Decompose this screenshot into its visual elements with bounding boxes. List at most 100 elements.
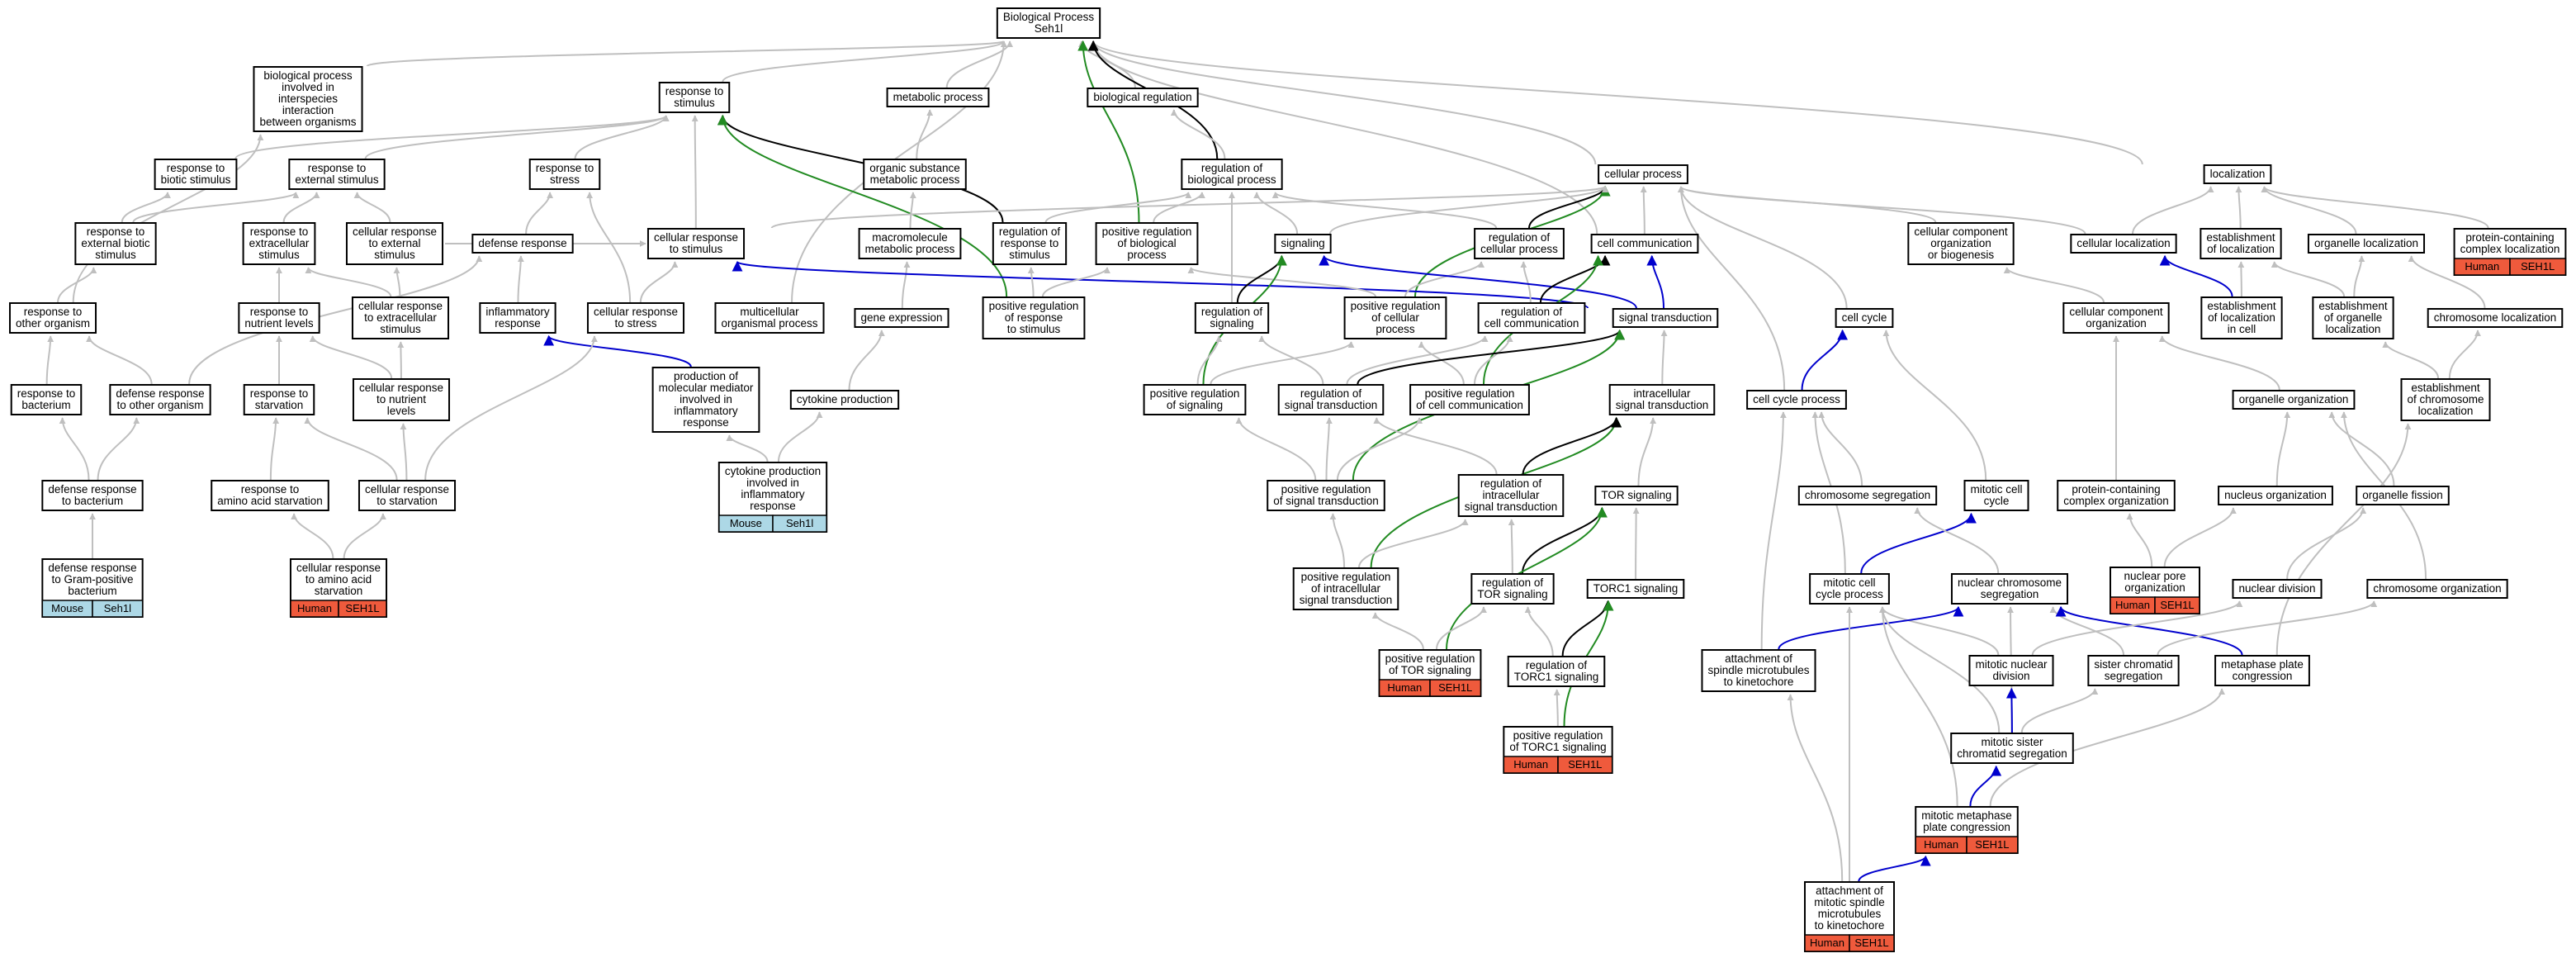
go-term-tor[interactable]: TOR signaling [1594,486,1679,505]
go-term-orgfis[interactable]: organelle fission [2356,486,2450,505]
go-term-chromorg[interactable]: chromosome organization [2366,579,2508,599]
term-box [528,159,601,190]
go-term-gene[interactable]: gene expression [854,308,949,328]
edge-estchrom-to-estorg [2382,341,2440,379]
go-term-localization[interactable]: localization [2203,164,2272,184]
go-term-cytokine[interactable]: cytokine production [789,390,900,410]
term-label-line: sister chromatid [2094,658,2172,671]
go-term-nucdiv[interactable]: nuclear division [2232,579,2323,599]
go-term-metabolic[interactable]: metabolic process [886,88,990,107]
term-label-line: stimulus [374,249,415,261]
term-label-line: protein-containing [2465,231,2554,244]
edge-cellaa-to-cellstarv [343,513,386,559]
go-term-signaling[interactable]: signaling [1274,234,1332,254]
go-term-defense[interactable]: defense response [471,234,574,254]
go-term-nucorg[interactable]: nucleus organization [2218,486,2333,505]
term-label-line: molecular mediator [659,382,754,394]
go-term-celllocal[interactable]: cellular localization [2070,234,2177,254]
go-term-orgorg[interactable]: organelle organization [2232,390,2356,410]
term-label-line: positive regulation [1102,225,1192,238]
go-term-cellcycle[interactable]: cell cycle [1835,308,1894,328]
go-term-bioreg[interactable]: biological regulation [1087,88,1199,107]
go-term-sigtrans[interactable]: signal transduction [1612,308,1719,328]
go-term-chromseg[interactable]: chromosome segregation [1797,486,1938,505]
go-term-cellcomm[interactable]: cell communication [1590,234,1699,254]
term-label-line: response to [1001,237,1059,249]
go-term-orglocal[interactable]: organelle localization [2307,234,2426,254]
go-term-cellproc[interactable]: cellular process [1598,164,1688,184]
go-term-chromloc[interactable]: chromosome localization [2427,308,2564,328]
term-box [2356,486,2450,505]
go-term-ccp[interactable]: cell cycle process [1746,390,1847,410]
go-term-torc1[interactable]: TORC1 signaling [1586,579,1685,599]
